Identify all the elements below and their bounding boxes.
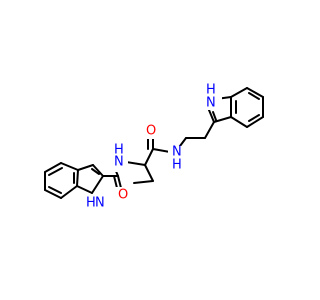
bond <box>44 162 62 173</box>
bond <box>248 92 260 100</box>
bond <box>246 116 264 128</box>
indole-h-label-left: H <box>86 196 96 211</box>
bond <box>77 164 94 171</box>
molecule-structure-diagram: H N N H O N H O H N <box>44 82 264 211</box>
bond <box>91 175 104 194</box>
bond <box>91 168 100 175</box>
bond <box>212 111 217 121</box>
amide-h-label-right: H <box>172 158 182 173</box>
ethyl-linker <box>176 121 215 151</box>
bond <box>44 189 62 199</box>
bond <box>230 87 248 98</box>
bond <box>125 161 146 166</box>
bond <box>144 148 154 166</box>
bond <box>48 167 63 176</box>
bond <box>117 175 122 189</box>
bond <box>76 185 93 194</box>
bond <box>230 116 248 128</box>
indole-h-label-right: H <box>206 83 216 98</box>
bond <box>60 185 78 199</box>
bond <box>204 121 215 139</box>
bond <box>248 114 260 122</box>
atom-labels: H N N H O N H O H N <box>84 82 222 211</box>
amide-n-label-right: N <box>172 145 182 160</box>
bond <box>76 169 79 187</box>
bond <box>60 162 79 171</box>
amide-n-label-left: N <box>114 155 124 170</box>
bond <box>92 164 104 177</box>
amide-h-label-left: H <box>114 143 124 158</box>
bond <box>133 180 154 184</box>
bond <box>208 109 215 123</box>
left-indole-ring <box>44 162 104 199</box>
oxygen-label-left: O <box>118 188 128 203</box>
bond <box>48 186 62 194</box>
indole-n-label-left: N <box>95 196 105 211</box>
bond <box>113 175 118 189</box>
indole-n-label-right: N <box>206 96 216 111</box>
bond <box>144 164 154 182</box>
oxygen-label-right: O <box>146 124 156 139</box>
bond <box>152 148 171 153</box>
butanamide-chain <box>125 135 171 184</box>
bond <box>213 116 232 123</box>
bond <box>246 87 264 98</box>
